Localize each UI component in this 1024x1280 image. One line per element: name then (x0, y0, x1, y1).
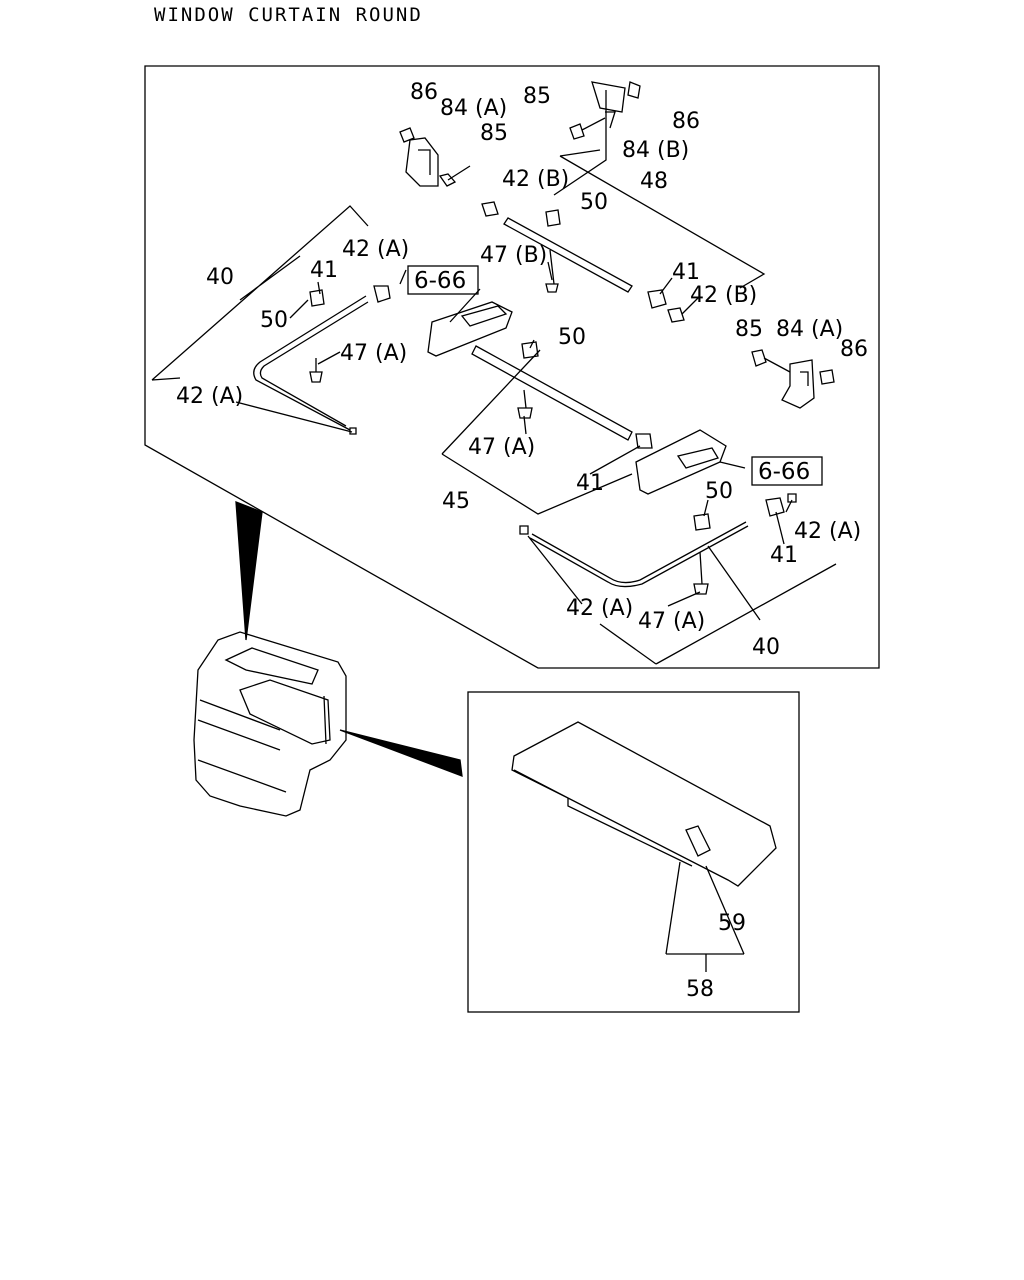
rail-40-right (529, 521, 749, 588)
callout-85: 85 (480, 121, 508, 146)
rail-45 (471, 345, 633, 441)
callout-50: 50 (260, 308, 288, 333)
callout-41: 41 (576, 471, 604, 496)
callout-50: 50 (580, 190, 608, 215)
rail-48 (503, 217, 633, 293)
clip-42a-right-end (519, 525, 529, 535)
clip-86-right (819, 369, 835, 385)
callout-47a: 47 (A) (468, 435, 535, 460)
clip-42a-right-top (787, 493, 797, 503)
callout-59: 59 (718, 911, 746, 936)
callout-47b: 47 (B) (480, 243, 547, 268)
callout-86: 86 (672, 109, 700, 134)
bracket-84a-top (399, 127, 439, 187)
bracket-84b-top (591, 81, 641, 129)
screw-85-right (751, 349, 791, 373)
callout-85: 85 (735, 317, 763, 342)
clip-47a-left (309, 358, 323, 383)
visor-panel-left (427, 301, 513, 357)
callout-41: 41 (672, 260, 700, 285)
screw-85-top-left (438, 165, 471, 187)
group-line-58 (665, 861, 745, 972)
clip-50-left (309, 289, 325, 307)
inset-frame (467, 691, 800, 1013)
callout-42b: 42 (B) (502, 167, 569, 192)
ref-label-6-66[interactable]: 6-66 (414, 268, 466, 294)
clip-50-right (693, 513, 711, 531)
clip-41-center (635, 433, 653, 449)
ref-box-left (407, 265, 479, 295)
clip-41-left (373, 285, 391, 303)
callout-86: 86 (840, 337, 868, 362)
group-line-40-right (599, 545, 837, 665)
clip-47a-center (517, 389, 533, 419)
callout-42a: 42 (A) (342, 237, 409, 262)
main-frame (144, 65, 880, 669)
callout-42a: 42 (A) (566, 596, 633, 621)
group-line-40-left (151, 205, 369, 381)
clip-42a-left-end (349, 427, 357, 435)
group-line-48 (553, 90, 766, 289)
leader-cone-right (339, 729, 463, 777)
callout-47a: 47 (A) (638, 609, 705, 634)
callout-84b: 84 (B) (622, 138, 689, 163)
callout-86: 86 (410, 80, 438, 105)
callout-85: 85 (523, 84, 551, 109)
screw-85-top-mid (569, 117, 606, 140)
callout-50: 50 (558, 325, 586, 350)
rail-40-left (253, 295, 369, 431)
clip-47b (545, 249, 559, 293)
ref-box-right (751, 456, 823, 486)
sun-visor (511, 721, 777, 887)
truck-cab (193, 631, 347, 817)
clip-42b-lower (667, 307, 685, 323)
callout-40: 40 (206, 265, 234, 290)
bracket-84a-right (781, 359, 815, 409)
callout-40: 40 (752, 635, 780, 660)
callout-41: 41 (310, 258, 338, 283)
clip-41-right (765, 497, 785, 517)
leader-cone-top (235, 501, 263, 641)
callout-84a: 84 (A) (776, 317, 843, 342)
callout-42a: 42 (A) (794, 519, 861, 544)
callout-41: 41 (770, 543, 798, 568)
callout-50: 50 (705, 479, 733, 504)
visor-clip-59 (685, 825, 711, 857)
clip-50-center (521, 341, 539, 359)
callout-48: 48 (640, 169, 668, 194)
callout-45: 45 (442, 489, 470, 514)
clip-42b-upper (481, 201, 499, 217)
callout-42b: 42 (B) (690, 283, 757, 308)
page-title: WINDOW CURTAIN ROUND (154, 4, 423, 26)
callout-58: 58 (686, 977, 714, 1002)
leader-lines (235, 261, 793, 607)
group-line-45 (441, 349, 633, 515)
callout-42a: 42 (A) (176, 384, 243, 409)
clip-41-upper (647, 289, 667, 309)
clip-47a-right (693, 551, 709, 595)
callout-84a: 84 (A) (440, 96, 507, 121)
clip-50-upper (545, 209, 561, 227)
callout-47a: 47 (A) (340, 341, 407, 366)
ref-label-6-66[interactable]: 6-66 (758, 459, 810, 485)
